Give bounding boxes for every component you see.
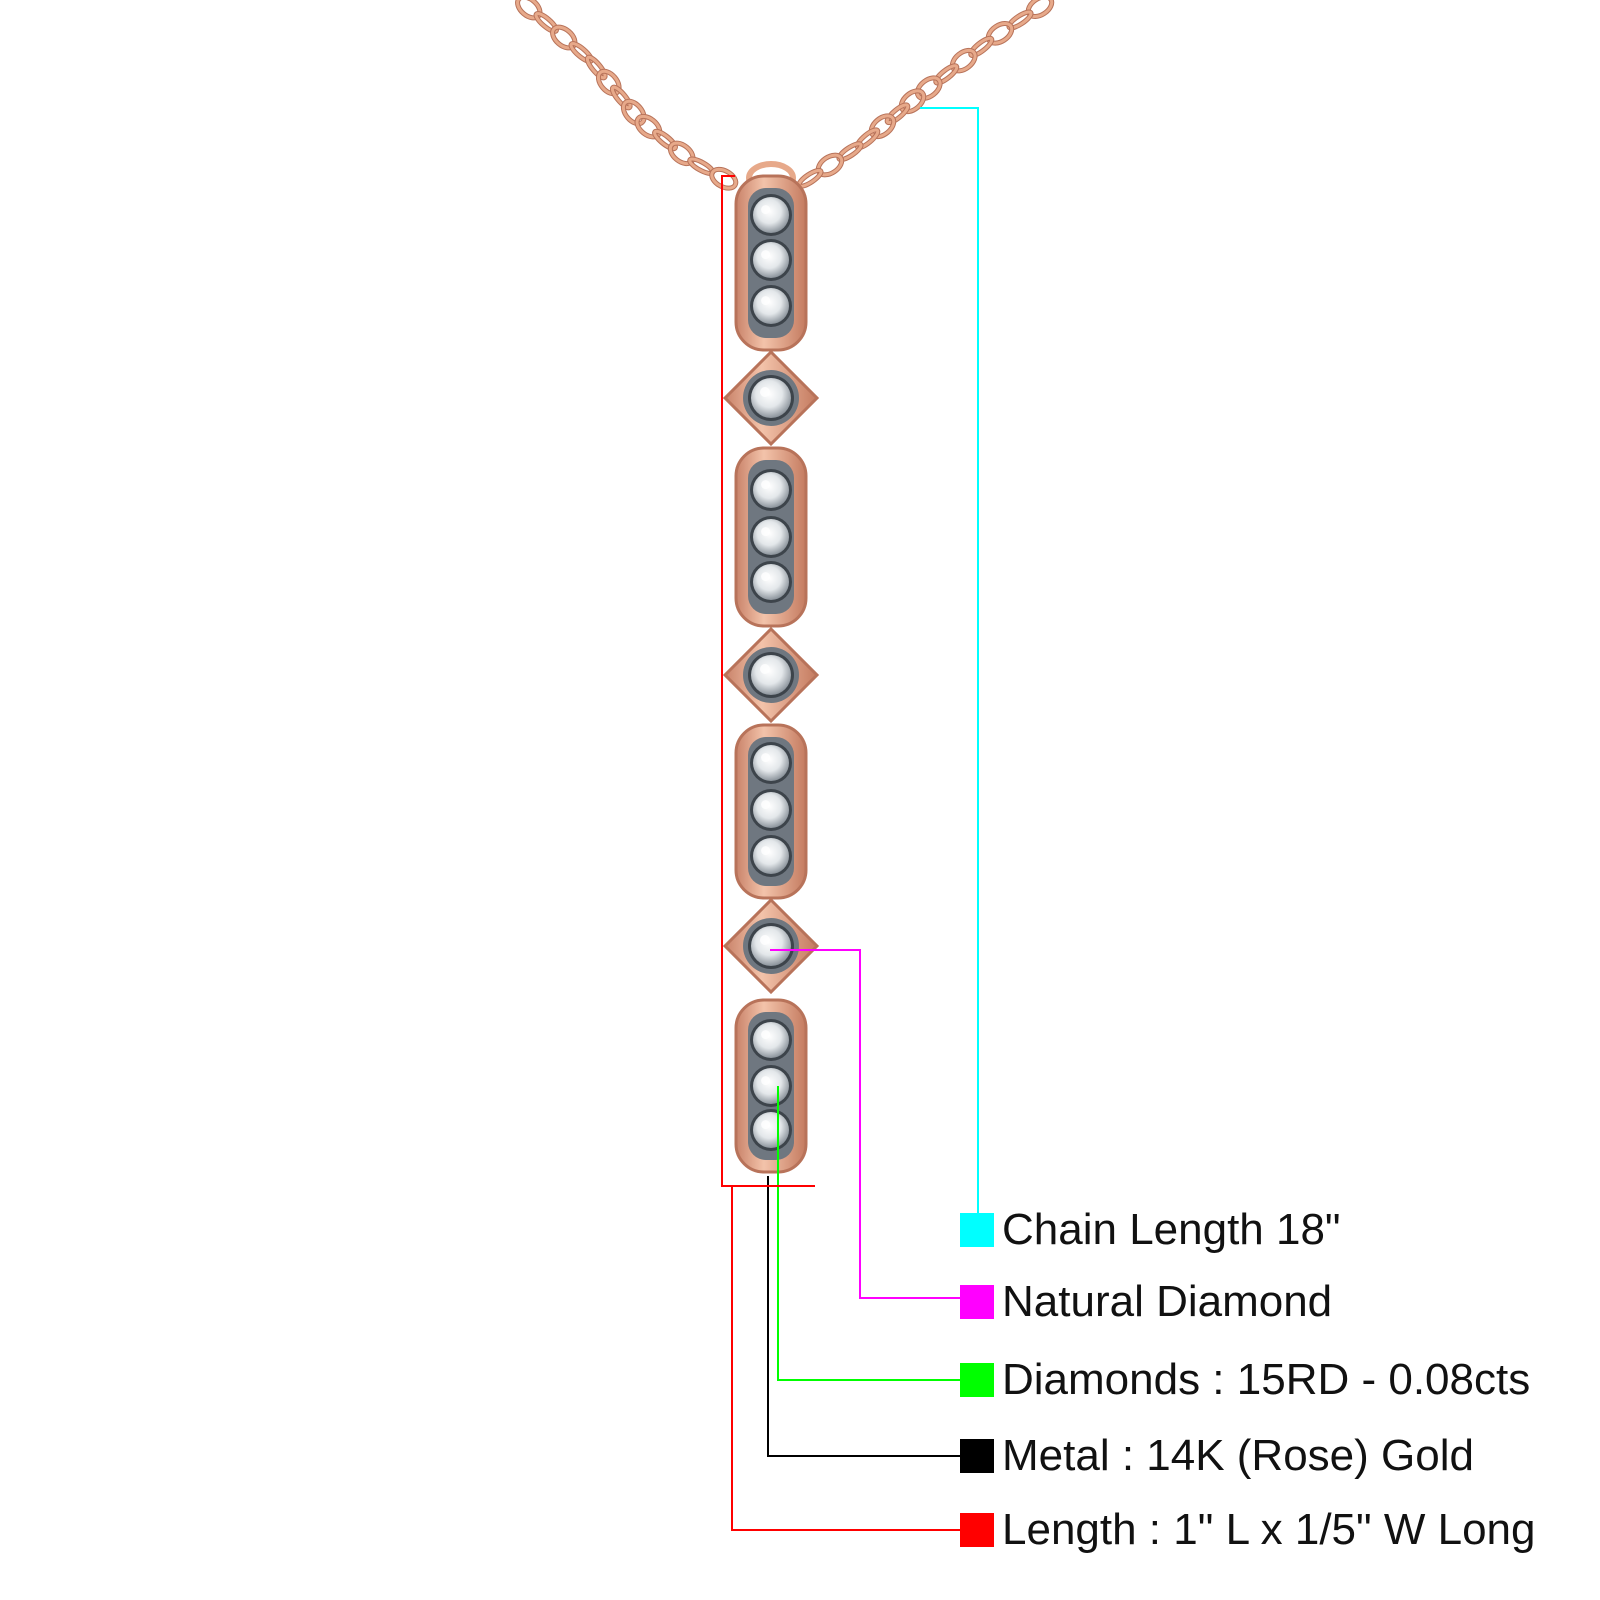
chain-link-highlight: [635, 114, 662, 139]
chain-length-label: Chain Length 18": [1002, 1205, 1341, 1254]
diamond-stone: [753, 1112, 789, 1148]
diamond-stone: [753, 792, 789, 828]
chain-link-highlight: [621, 99, 646, 126]
diamond-stone: [751, 378, 791, 418]
diamond-stone: [753, 288, 789, 324]
diamond-stone: [753, 1068, 789, 1104]
callout-line-diamonds: [777, 1086, 960, 1381]
stone-sparkle: [761, 527, 771, 537]
chain-link-highlight: [596, 69, 621, 96]
stone-sparkle: [761, 250, 771, 260]
diamond-stone: [753, 838, 789, 874]
legend-chain-length: Chain Length 18": [960, 1205, 1341, 1254]
swatch-red: [960, 1513, 994, 1547]
callout-line-chain: [920, 107, 979, 1228]
callout-line-metal: [767, 1176, 960, 1457]
legend-length: Length : 1" L x 1/5" W Long: [960, 1505, 1536, 1554]
bar-pendant: [722, 161, 820, 1174]
natural-diamond-label: Natural Diamond: [1002, 1277, 1333, 1326]
callout-line-diamond: [770, 949, 960, 1299]
chain-link-highlight: [869, 114, 896, 139]
diamond-stone: [753, 519, 789, 555]
stone-sparkle: [761, 800, 771, 810]
chain-link-highlight: [710, 167, 738, 190]
stone-sparkle: [761, 205, 771, 215]
chain-link-highlight: [950, 48, 977, 73]
swatch-black: [960, 1439, 994, 1473]
stone-sparkle: [761, 296, 771, 306]
chain-link-highlight: [585, 55, 607, 80]
chain-link-highlight: [885, 103, 910, 125]
legend-diamonds: Diamonds : 15RD - 0.08cts: [960, 1355, 1531, 1404]
stone-sparkle: [761, 753, 771, 763]
callout-line-length: [731, 1186, 960, 1531]
callout-line-length-bracket: [721, 175, 815, 1187]
stone-sparkle: [761, 846, 771, 856]
chain-link-highlight: [610, 85, 632, 110]
stone-sparkle: [760, 387, 770, 397]
diamond-stone: [753, 472, 789, 508]
stone-sparkle: [761, 1076, 771, 1086]
callout-lines: [721, 107, 979, 1531]
diamond-stone: [753, 745, 789, 781]
chain-link-highlight: [969, 36, 994, 58]
chain-link-highlight: [534, 12, 558, 33]
metal-label: Metal : 14K (Rose) Gold: [1002, 1431, 1474, 1480]
stone-sparkle: [760, 664, 770, 674]
stone-sparkle: [760, 935, 770, 945]
chain-left: [515, 0, 739, 191]
diamond-stone: [753, 242, 789, 278]
chain-link-highlight: [569, 42, 593, 63]
legend-natural-diamond: Natural Diamond: [960, 1277, 1333, 1326]
chain-link-highlight: [915, 76, 942, 100]
chain-link-highlight: [653, 129, 677, 151]
stone-sparkle: [761, 1030, 771, 1040]
diamond-stone: [751, 655, 791, 695]
diamonds-label: Diamonds : 15RD - 0.08cts: [1002, 1355, 1531, 1404]
diamond-stone: [751, 926, 791, 966]
legend-metal: Metal : 14K (Rose) Gold: [960, 1431, 1474, 1480]
diamond-stone: [753, 1022, 789, 1058]
chain-right: [796, 0, 1055, 189]
swatch-cyan: [960, 1213, 994, 1247]
length-label: Length : 1" L x 1/5" W Long: [1002, 1505, 1536, 1554]
diamond-stone: [753, 564, 789, 600]
stone-sparkle: [761, 480, 771, 490]
stone-sparkle: [761, 572, 771, 582]
diamond-stone: [753, 197, 789, 233]
swatch-green: [960, 1363, 994, 1397]
swatch-magenta: [960, 1285, 994, 1319]
stone-sparkle: [761, 1120, 771, 1130]
chain-link-highlight: [899, 89, 926, 114]
chain-link-highlight: [934, 64, 959, 85]
